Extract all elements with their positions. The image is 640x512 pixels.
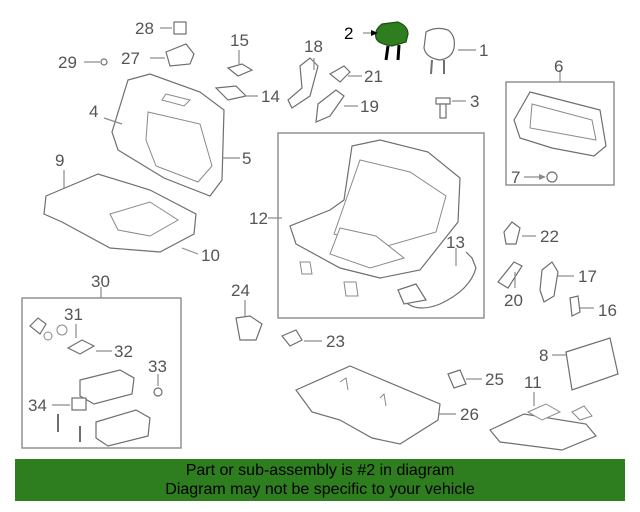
cover-part-22[interactable]	[503, 221, 521, 245]
seat-frame-part-12[interactable]	[289, 139, 461, 297]
part-label-4[interactable]: 4	[89, 102, 98, 121]
leader-arrow-2	[371, 30, 378, 36]
part-label-31[interactable]: 31	[64, 305, 83, 324]
clip-part-29[interactable]	[100, 58, 108, 66]
part-label-8[interactable]: 8	[539, 346, 548, 365]
part-label-11[interactable]: 11	[524, 373, 542, 392]
headrest-part-1[interactable]	[423, 27, 455, 75]
notice-banner: Part or sub-assembly is #2 in diagram Di…	[15, 459, 625, 501]
part-label-2[interactable]: 2	[344, 24, 353, 43]
cover-part-27[interactable]	[165, 43, 195, 67]
panel-part-6[interactable]	[513, 91, 607, 157]
seatback-part-4[interactable]	[111, 73, 225, 197]
guide-pin-part-3[interactable]	[435, 97, 451, 119]
bracket-part-20[interactable]	[497, 261, 523, 289]
headrest-part-2[interactable]	[375, 21, 409, 61]
part-label-28[interactable]: 28	[135, 19, 154, 38]
part-label-12[interactable]: 12	[249, 209, 268, 228]
part-label-21[interactable]: 21	[364, 67, 383, 86]
notice-line-1: Part or sub-assembly is #2 in diagram	[185, 462, 455, 479]
floor-mat-part-11[interactable]	[489, 403, 597, 451]
part-label-10[interactable]: 10	[201, 246, 220, 265]
module-part-33[interactable]	[79, 369, 135, 405]
part-label-22[interactable]: 22	[540, 227, 559, 246]
cover-part-21[interactable]	[328, 65, 351, 83]
part-label-33[interactable]: 33	[148, 357, 167, 376]
trim-part-19[interactable]	[315, 89, 345, 123]
part-label-30[interactable]: 30	[91, 272, 110, 291]
part-label-34[interactable]: 34	[28, 396, 47, 415]
floor-board-part-26[interactable]	[295, 365, 441, 445]
cap-part-16[interactable]	[569, 295, 581, 317]
seat-frame-group-box	[277, 132, 485, 319]
seat-cushion-part-9[interactable]	[43, 173, 197, 253]
module-part-34b[interactable]	[95, 409, 151, 447]
part-label-26[interactable]: 26	[460, 405, 479, 424]
connector-part-32[interactable]	[66, 339, 96, 355]
bolt-part-7[interactable]	[546, 171, 558, 183]
part-label-16[interactable]: 16	[598, 301, 617, 320]
clip-part-25[interactable]	[447, 369, 467, 389]
leader-line-10	[181, 247, 199, 255]
part-label-3[interactable]: 3	[470, 92, 479, 111]
part-label-15[interactable]: 15	[230, 31, 249, 50]
hinge-cover-part-17[interactable]	[539, 261, 559, 303]
part-label-13[interactable]: 13	[446, 233, 465, 252]
grommet-icon	[56, 324, 68, 336]
leader-line-4	[103, 117, 123, 125]
part-label-23[interactable]: 23	[326, 332, 345, 351]
cap-part-28[interactable]	[173, 21, 187, 35]
part-label-14[interactable]: 14	[261, 87, 280, 106]
back-panel-part-8[interactable]	[565, 337, 619, 391]
notice-line-2: Diagram may not be specific to your vehi…	[165, 481, 475, 498]
clip-part-23[interactable]	[281, 329, 303, 347]
cable-part-13[interactable]	[397, 251, 477, 309]
leader-arrow-7	[539, 174, 546, 180]
part-label-24[interactable]: 24	[231, 281, 250, 300]
part-label-27[interactable]: 27	[121, 49, 140, 68]
part-label-5[interactable]: 5	[242, 149, 251, 168]
part-label-9[interactable]: 9	[55, 151, 64, 170]
trim-part-18[interactable]	[287, 57, 319, 109]
part-label-19[interactable]: 19	[360, 97, 379, 116]
part-label-29[interactable]: 29	[58, 53, 77, 72]
part-label-1[interactable]: 1	[479, 41, 488, 60]
part-label-25[interactable]: 25	[485, 370, 504, 389]
bracket-part-14[interactable]	[214, 85, 248, 101]
part-label-17[interactable]: 17	[578, 267, 597, 286]
connector-part-34[interactable]	[71, 397, 87, 411]
cover-part-24[interactable]	[235, 315, 263, 341]
grommet-icon	[43, 331, 53, 341]
part-label-20[interactable]: 20	[504, 291, 523, 310]
part-label-32[interactable]: 32	[114, 342, 133, 361]
part-label-7[interactable]: 7	[511, 168, 520, 187]
clip-part-31[interactable]	[29, 317, 47, 335]
clip-part-33	[153, 387, 163, 397]
part-label-6[interactable]: 6	[554, 57, 563, 76]
bracket-part-15[interactable]	[226, 63, 254, 77]
part-label-18[interactable]: 18	[304, 37, 323, 56]
